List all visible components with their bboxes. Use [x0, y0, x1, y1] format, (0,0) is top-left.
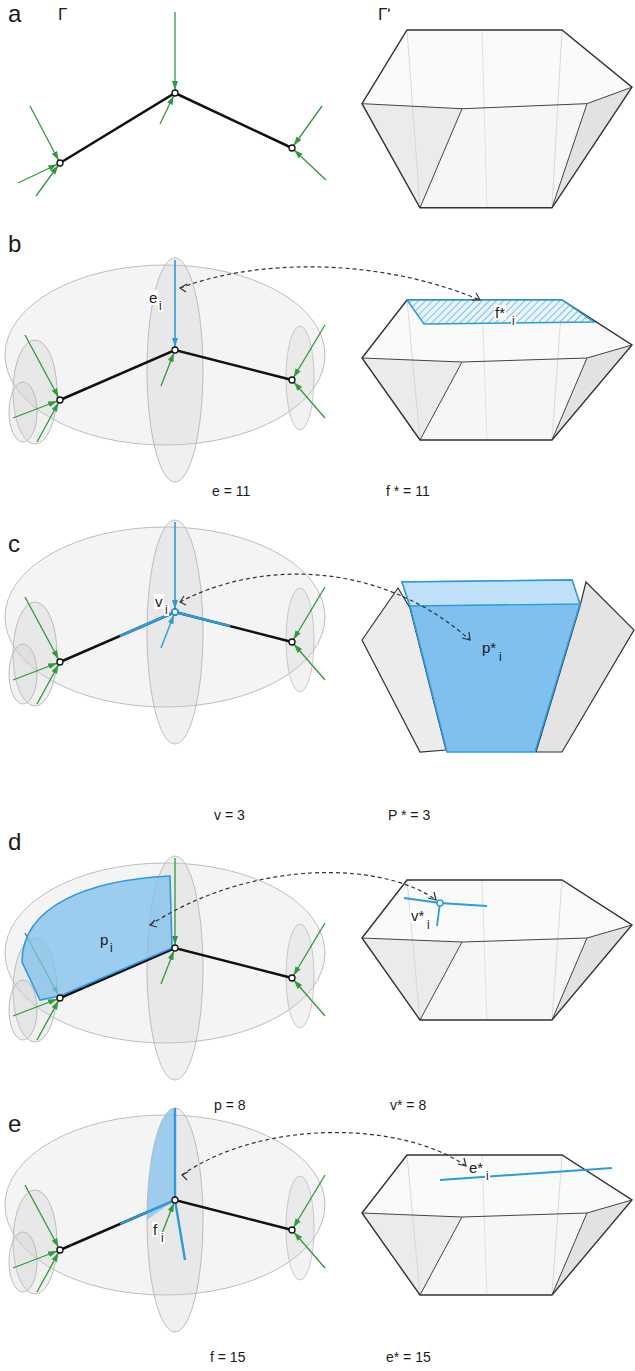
subscript: i [160, 1232, 165, 1244]
element-label: f [152, 1222, 158, 1237]
element-label: p [100, 932, 108, 947]
element-label: p* [482, 640, 496, 655]
panel-letter: b [8, 232, 21, 256]
element-label: v [154, 594, 164, 609]
exploded-polyhedron [362, 580, 634, 752]
count-label: e = 11 [212, 484, 250, 498]
panel-letter: d [8, 830, 21, 854]
subscript: i [110, 942, 113, 954]
element-label: e* [468, 1160, 484, 1175]
element-label: e [148, 290, 158, 305]
polyhedron [362, 1155, 632, 1295]
highlight-cell [22, 876, 172, 1000]
count-label: e* = 15 [386, 1350, 431, 1364]
count-label: P * = 3 [388, 808, 430, 822]
panel-letter: c [8, 532, 20, 556]
element-label: f* [494, 305, 506, 320]
subscript: i [485, 1170, 490, 1182]
graph-cells [5, 856, 325, 1080]
subscript: i [158, 300, 163, 312]
polyhedron [362, 880, 632, 1020]
panel-letter: e [8, 1112, 21, 1136]
polyhedron [362, 300, 632, 440]
subscript: i [164, 604, 169, 616]
count-label: f = 15 [210, 1350, 245, 1364]
panel-letter: a [8, 2, 21, 26]
count-label: v = 3 [214, 808, 245, 822]
element-label: v* [410, 908, 425, 923]
graph-gamma [18, 12, 326, 196]
graph-symbol: Γʹ [378, 6, 391, 23]
subscript: i [499, 651, 502, 663]
subscript: i [426, 919, 431, 931]
graph-cells [5, 1108, 325, 1332]
graph-cells [5, 258, 325, 482]
subscript: i [511, 315, 516, 327]
count-label: p = 8 [214, 1098, 246, 1112]
polyhedron [362, 30, 632, 208]
graph-cells [5, 520, 325, 744]
count-label: f * = 11 [386, 484, 430, 498]
count-label: v* = 8 [390, 1098, 426, 1112]
graph-symbol: Γ [58, 6, 67, 23]
